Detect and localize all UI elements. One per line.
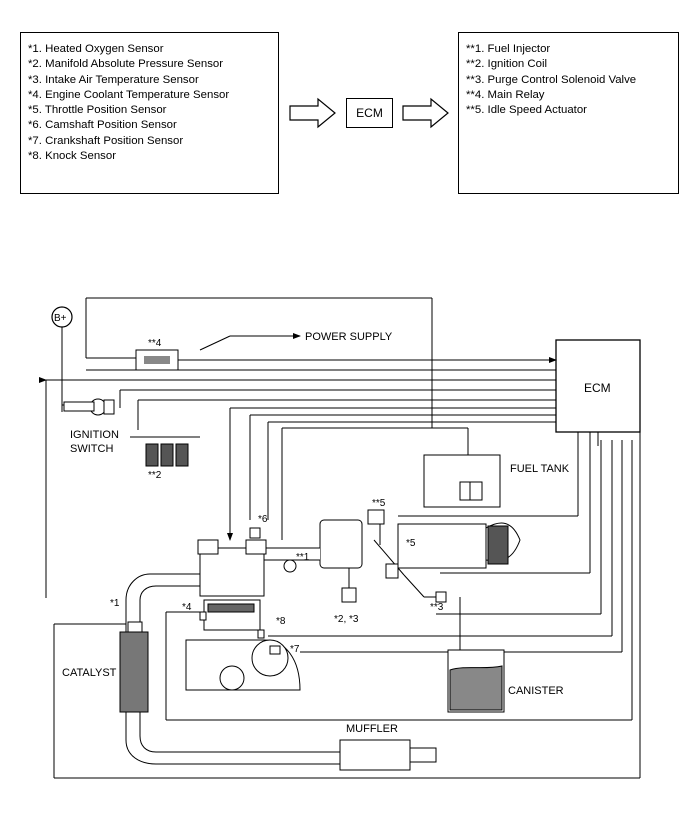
idle-speed-actuator [367,509,385,525]
throttle-sensor-label: *5 [406,538,416,549]
actuator-list-item: **2. Ignition Coil [466,58,548,71]
sensor-list-item: *1. Heated Oxygen Sensor [28,43,164,55]
purge-valve-label: **3 [430,602,444,613]
sensor-list-item: *4. Engine Coolant Temperature Sensor [28,88,230,101]
muffler-label: MUFFLER [346,723,398,735]
ecm-block: ECM [346,98,393,128]
ignition-switch [63,398,115,416]
actuator-list-box: **1. Fuel Injector **2. Ignition Coil **3.… [458,32,679,194]
air-cleaner [397,522,521,569]
ecm-unit-label: ECM [584,381,611,395]
knock-sensor [257,629,265,639]
power-supply-label: POWER SUPPLY [305,331,393,343]
sensor-list: *1. Heated Oxygen Sensor *2. Manifold Abs… [28,42,278,164]
sensor-list-item: *2. Manifold Absolute Pressure Sensor [28,58,224,71]
sensor-list-item: *5. Throttle Position Sensor [28,104,167,117]
sensor-list-item: *6. Camshaft Position Sensor [28,119,177,132]
cam-sensor [249,527,261,539]
exhaust-system [119,573,437,771]
fuel-injector [283,559,297,573]
sensor-list-box: *1. Heated Oxygen Sensor *2. Manifold Abs… [20,32,279,194]
ignition-switch-label-1: IGNITION [70,429,119,441]
sensor-list-item: *3. Intake Air Temperature Sensor [28,73,199,86]
input-flow-arrow [289,97,336,129]
output-flow-arrow [402,97,449,129]
actuator-list-item: **5. Idle Speed Actuator [466,104,587,117]
coolant-sensor-label: *4 [182,602,192,613]
canister [447,649,505,713]
o2-sensor-label: *1 [110,598,120,609]
fuel-injector-label: **1 [296,552,310,563]
ignition-coil-label: **2 [148,470,162,481]
idle-speed-actuator-label: **5 [372,498,386,509]
actuator-list-item: **4. Main Relay [466,88,545,101]
map-iat-sensor [341,587,357,603]
actuator-list: **1. Fuel Injector **2. Ignition Coil **3.… [466,42,678,118]
fuel-tank-label: FUEL TANK [510,463,570,475]
sensor-list-item: *7. Crankshaft Position Sensor [28,134,184,147]
ignition-coils [145,443,189,467]
cam-sensor-label: *6 [258,514,268,525]
map-iat-sensor-label: *2, *3 [334,614,359,625]
catalyst-label: CATALYST [62,667,117,679]
main-relay-label: **4 [148,338,162,349]
ecm-unit [555,339,641,433]
ecm-block-label: ECM [356,106,383,120]
throttle-sensor [385,563,399,579]
main-relay [144,356,170,364]
crank-sensor-label: *7 [290,644,300,655]
canister-label: CANISTER [508,685,564,697]
ignition-switch-label-2: SWITCH [70,443,113,455]
battery-label: B+ [54,313,67,324]
actuator-list-item: **1. Fuel Injector [466,43,551,55]
coolant-sensor [199,611,207,621]
fuel-tank [423,454,501,508]
knock-sensor-label: *8 [276,616,286,627]
purge-valve [435,591,447,603]
sensor-list-item: *8. Knock Sensor [28,150,117,163]
crank-sensor [269,645,281,655]
actuator-list-item: **3. Purge Control Solenoid Valve [466,73,637,86]
